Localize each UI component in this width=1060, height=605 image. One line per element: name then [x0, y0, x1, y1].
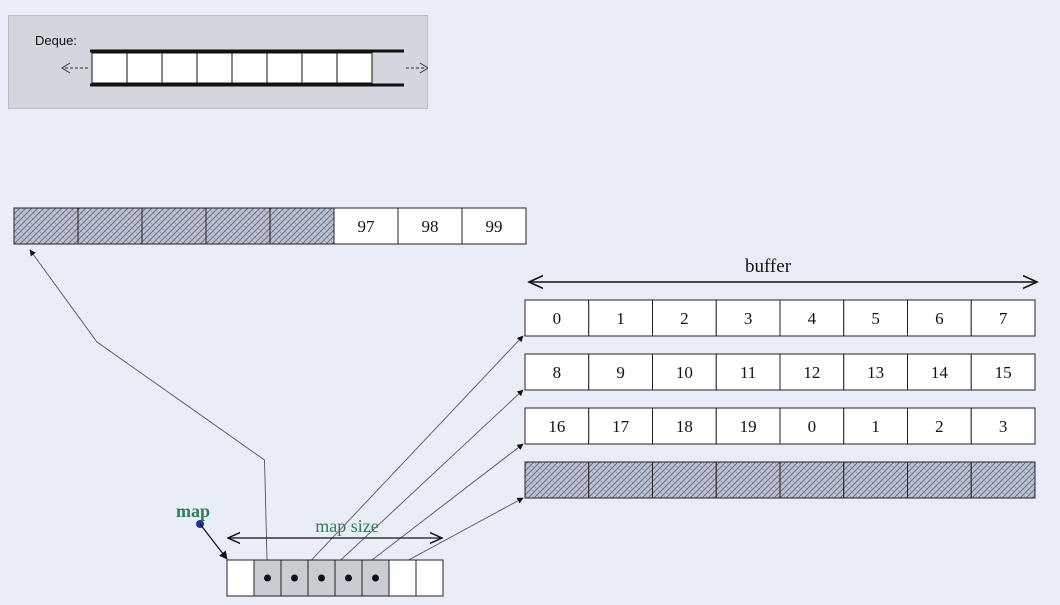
buffer-cell	[652, 407, 717, 445]
hatched-cell	[269, 207, 335, 245]
hatched-cell	[77, 207, 143, 245]
deque-icon	[61, 49, 428, 87]
buffer-cell-value: 8	[553, 363, 562, 382]
buffer-cell-value: 13	[867, 363, 884, 382]
buffer-cell	[843, 353, 908, 391]
hatched-cell	[205, 207, 271, 245]
hatched-cell	[13, 207, 79, 245]
map-label: map	[176, 501, 210, 521]
map-slot	[388, 559, 417, 597]
buffer-cell-value: 3	[999, 417, 1008, 436]
map-slot-pointer-dot	[372, 574, 379, 582]
buffer-cell-value: 5	[871, 309, 880, 328]
buffer-cell-value: 6	[935, 309, 944, 328]
buffer-cell-value: 12	[803, 363, 820, 382]
buffer-cell	[588, 299, 653, 337]
map-pointer-arrow	[199, 523, 228, 560]
buffer-cell-value: 2	[935, 417, 944, 436]
buffer-cell	[652, 353, 717, 391]
map-slot-pointer-dot	[291, 574, 298, 582]
buffer-cell	[970, 299, 1036, 337]
buffer-cell-value: 2	[680, 309, 689, 328]
buffer-cell-value: 19	[740, 417, 757, 436]
buffer-cell-value: 3	[744, 309, 753, 328]
buffer-cell	[779, 299, 845, 337]
buffer-hatched-cell	[524, 461, 590, 499]
buffer-cell-value: 4	[808, 309, 817, 328]
block-cell	[397, 207, 463, 245]
buffer-cell-value: 7	[999, 309, 1008, 328]
buffer-hatched-cell	[907, 461, 972, 499]
buffer-hatched-cell	[715, 461, 781, 499]
block-cell	[461, 207, 527, 245]
pointer-lines	[29, 249, 524, 579]
buffer-cell	[715, 353, 781, 391]
pointer-line	[321, 389, 524, 579]
buffer-cell-value: 9	[616, 363, 625, 382]
buffer-cell	[588, 353, 653, 391]
buffer-cell-value: 0	[808, 417, 817, 436]
buffer-cell-value: 1	[871, 417, 880, 436]
buffer-cell	[907, 353, 972, 391]
buffer-cell-value: 1	[616, 309, 625, 328]
hatched-cell	[141, 207, 207, 245]
block-cell-value: 97	[358, 217, 376, 236]
buffer-cell-value: 18	[676, 417, 693, 436]
block-cell-value: 99	[486, 217, 503, 236]
buffer-hatched-cell	[843, 461, 908, 499]
buffer-cell	[524, 299, 590, 337]
map-array	[226, 559, 444, 597]
map-size-label: map size	[315, 516, 378, 536]
pointer-line	[29, 249, 268, 579]
buffer-label: buffer	[745, 256, 792, 277]
pointer-line	[294, 335, 524, 579]
buffer-hatched-cell	[970, 461, 1036, 499]
buffer-hatched-cell	[779, 461, 845, 499]
pointer-line	[348, 443, 524, 579]
buffer-cell	[524, 353, 590, 391]
buffer-cell-value: 11	[740, 363, 756, 382]
map-slot	[226, 559, 255, 597]
buffer-cell-value: 0	[553, 309, 562, 328]
buffer-cell	[588, 407, 653, 445]
map-slot-pointer-dot	[318, 574, 325, 582]
buffer-cell-value: 16	[548, 417, 565, 436]
buffer-cell	[970, 407, 1036, 445]
block-cell-value: 98	[422, 217, 439, 236]
top-block: 97 98 99	[13, 207, 527, 245]
buffer-cell-value: 14	[931, 363, 949, 382]
deque-legend-panel: Deque:	[8, 15, 428, 109]
deque-label: Deque:	[35, 33, 77, 48]
map-slot	[415, 559, 444, 597]
buffer-cell	[907, 299, 972, 337]
buffer-cell	[779, 407, 845, 445]
buffer-hatched-cell	[588, 461, 653, 499]
buffer-cell	[907, 407, 972, 445]
buffer-cell	[970, 353, 1036, 391]
buffer-hatched-cell	[652, 461, 717, 499]
buffer-cell	[843, 299, 908, 337]
map-slot-pointer-dot	[264, 574, 271, 582]
buffer-cell-value: 15	[995, 363, 1012, 382]
map-slot-pointer-dot	[345, 574, 352, 582]
buffer-cell	[524, 407, 590, 445]
buffer-cell-value: 10	[676, 363, 693, 382]
buffer-cell	[843, 407, 908, 445]
buffer-cell	[715, 407, 781, 445]
buffer-cell-value: 17	[612, 417, 630, 436]
